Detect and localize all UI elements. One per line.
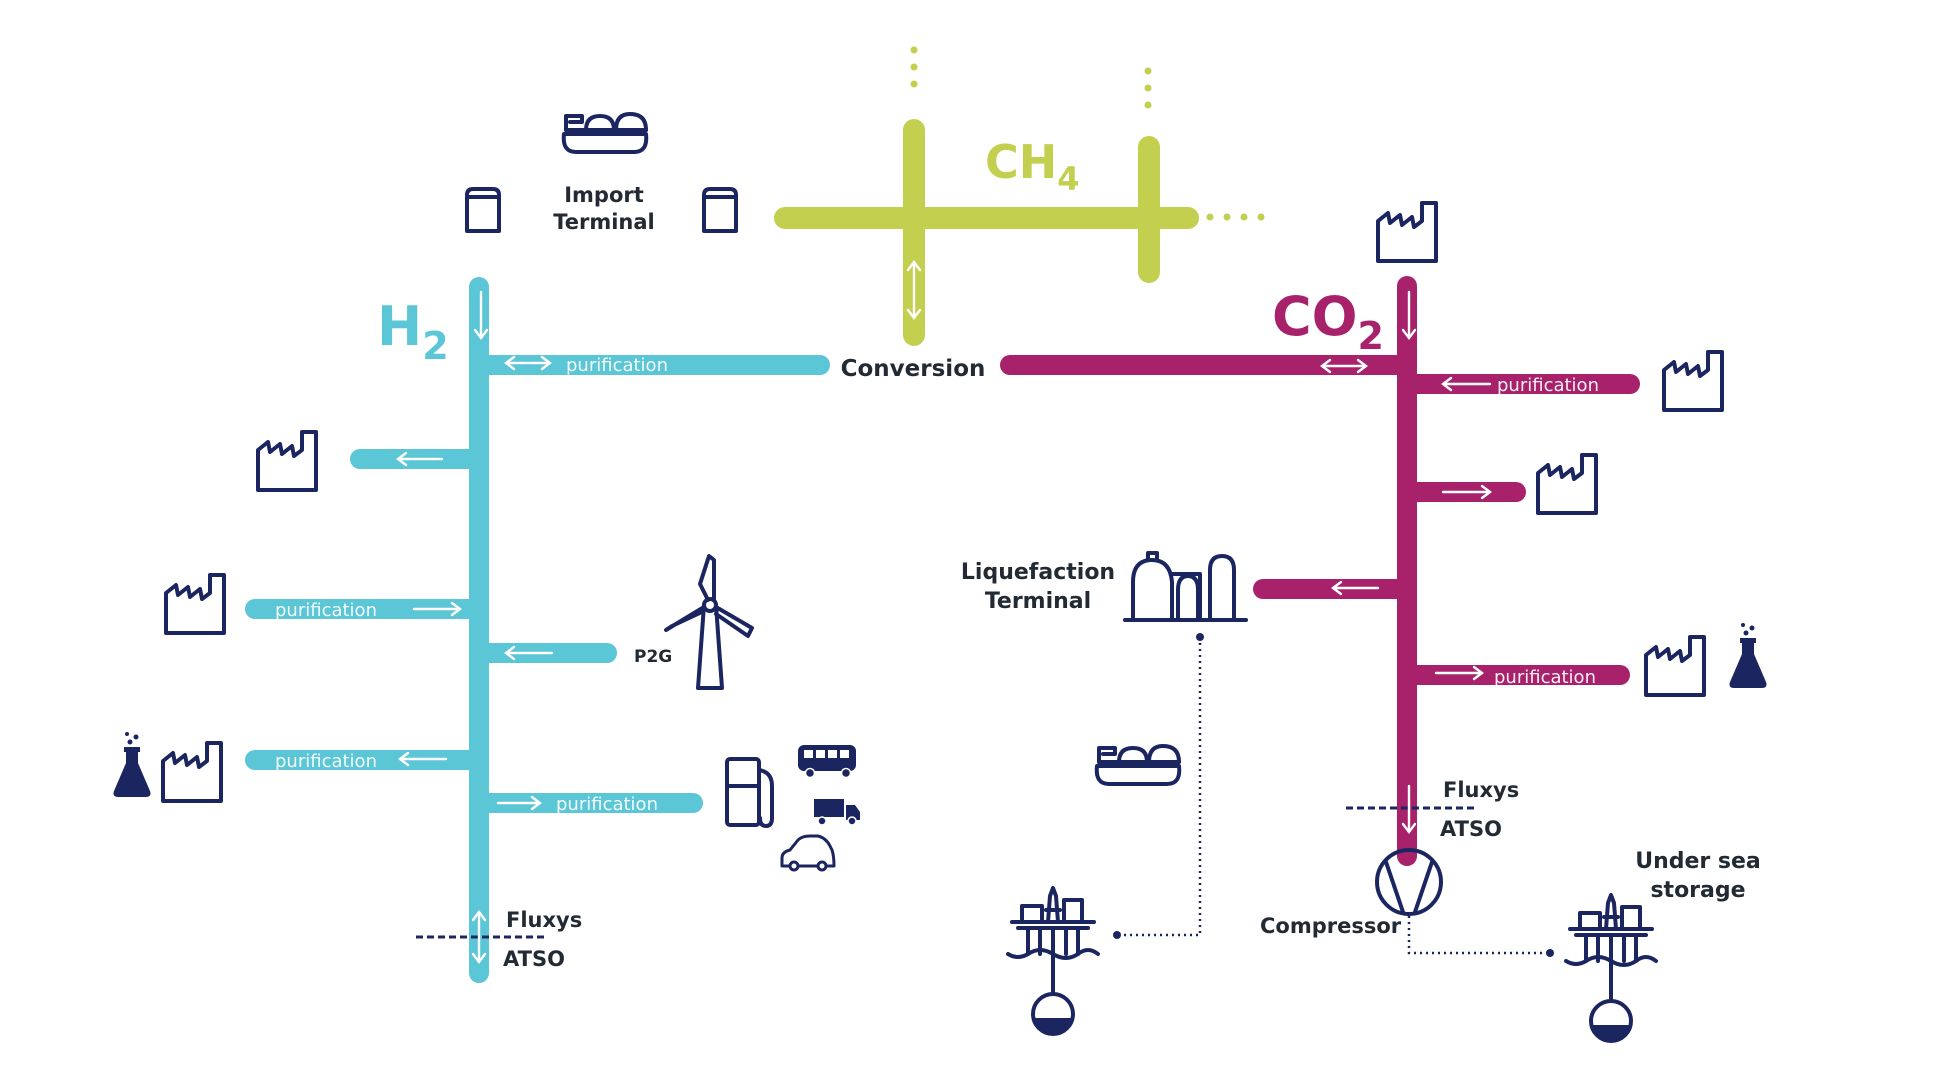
left-arrow-icon (398, 751, 448, 767)
factory-icon (164, 573, 226, 635)
factory-icon (256, 430, 318, 492)
ch4-label: CH4 (985, 135, 1080, 198)
right-arrow-icon (1441, 484, 1492, 500)
bidirectional-arrow-icon (471, 910, 487, 964)
co2-network: CO2 purification Liquefaction Terminal p… (961, 201, 1767, 1043)
ch4-network: CH4 (774, 46, 1265, 346)
chemical-flask-icon (1729, 623, 1767, 688)
factory-icon (1644, 635, 1706, 697)
compressor-icon (1375, 848, 1443, 916)
purification-label: purification (566, 355, 668, 376)
left-arrow-icon (1441, 376, 1492, 392)
purification-label: purification (1497, 375, 1599, 396)
link-endpoint (1113, 931, 1121, 939)
co2-label: CO2 (1272, 285, 1384, 358)
h2-label: H2 (377, 295, 449, 368)
chemical-flask-icon (113, 732, 151, 797)
liquefaction-terminal-label: Liquefaction (961, 560, 1115, 585)
down-arrow-icon (1401, 290, 1417, 340)
offshore-rig-storage-icon (1564, 893, 1658, 1043)
undersea-storage-label: storage (1650, 878, 1745, 903)
p2g-label: P2G (634, 647, 672, 667)
purification-label: purification (1494, 667, 1596, 688)
co2-atso-label: ATSO (1440, 817, 1502, 841)
bidirectional-arrow-icon (906, 260, 922, 320)
ch4-continuation-dots-3 (1206, 213, 1265, 221)
liquefaction-terminal-label: Terminal (985, 589, 1091, 614)
bus-icon (798, 745, 856, 779)
right-arrow-icon (1434, 665, 1484, 681)
factory-icon (1662, 350, 1724, 412)
storage-tank-icon (465, 187, 501, 233)
ship-icon (561, 112, 649, 154)
bidirectional-arrow-icon (504, 355, 552, 371)
right-arrow-icon (496, 795, 542, 811)
conversion-label: Conversion (841, 356, 986, 382)
left-arrow-icon (396, 451, 444, 467)
undersea-storage-label: Under sea (1635, 849, 1761, 874)
purification-label: purification (275, 600, 377, 621)
link-endpoint (1196, 633, 1204, 641)
fuel-pump-icon (725, 757, 774, 828)
offshore-rig-storage-icon (1006, 886, 1100, 1036)
link-endpoint (1546, 949, 1554, 957)
import-terminal-label: Terminal (553, 210, 655, 234)
truck-icon (814, 799, 860, 826)
bidirectional-arrow-icon (1320, 358, 1368, 374)
import-terminal-label: Import (564, 183, 644, 207)
compressor-to-storage-link (1407, 916, 1548, 955)
liquefaction-plant-icon (1123, 551, 1248, 622)
wind-turbine-icon (664, 554, 754, 690)
factory-icon (1536, 453, 1598, 515)
h2-atso-label: ATSO (503, 947, 565, 971)
h2-fluxys-label: Fluxys (506, 908, 582, 932)
factory-icon (1376, 201, 1438, 263)
left-arrow-icon (1331, 580, 1380, 596)
factory-icon (161, 741, 223, 803)
down-arrow-icon (473, 290, 489, 340)
right-arrow-icon (412, 601, 462, 617)
ch4-continuation-dots-2 (1144, 67, 1152, 109)
purification-label: purification (275, 751, 377, 772)
h2-network: H2 purification purification P2G purific… (113, 277, 860, 983)
storage-tank-icon (702, 187, 738, 233)
down-arrow-icon (1401, 784, 1417, 834)
compressor-label: Compressor (1260, 914, 1402, 938)
car-icon (780, 834, 836, 872)
import-terminal: Import Terminal (465, 112, 738, 234)
purification-label: purification (556, 794, 658, 815)
co2-fluxys-label: Fluxys (1443, 778, 1519, 802)
ch4-continuation-dots-1 (910, 46, 918, 88)
left-arrow-icon (504, 645, 554, 661)
ship-icon (1094, 744, 1182, 786)
